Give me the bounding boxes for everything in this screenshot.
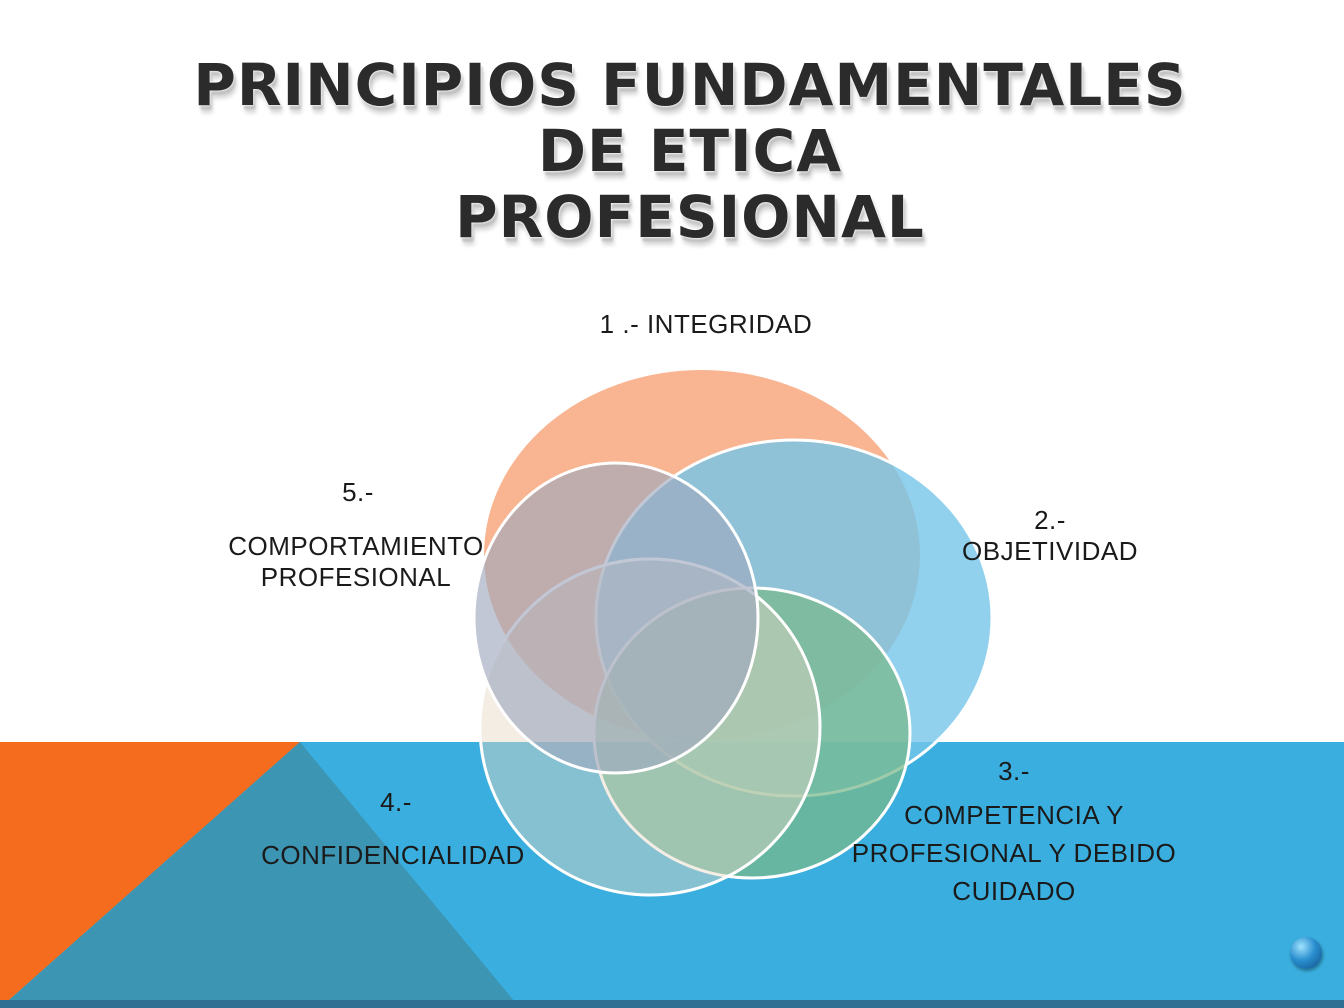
label-competencia-name-3: CUIDADO: [952, 876, 1076, 906]
label-confidencialidad-name: CONFIDENCIALIDAD: [261, 840, 525, 870]
bottom-texture-strip: [0, 1000, 1344, 1008]
title-line-2: PROFESIONAL: [455, 183, 925, 251]
label-competencia-name-1: COMPETENCIA Y: [904, 800, 1124, 830]
slide-title: PRINCIPIOS FUNDAMENTALES DE ETICA PROFES…: [150, 52, 1230, 250]
globe-icon[interactable]: [1290, 937, 1322, 969]
label-comportamiento-name: COMPORTAMIENTO PROFESIONAL: [188, 531, 524, 593]
label-objetividad-number: 2.-: [1034, 505, 1066, 535]
title-line-1: PRINCIPIOS FUNDAMENTALES DE ETICA: [193, 51, 1187, 185]
label-integridad: 1 .- INTEGRIDAD: [548, 309, 864, 340]
label-integridad-text: 1 .- INTEGRIDAD: [599, 309, 813, 339]
label-comportamiento-name-1: COMPORTAMIENTO: [228, 531, 484, 561]
label-confidencialidad-number: 4.-: [380, 787, 412, 817]
label-comportamiento-number: 5.-: [342, 477, 374, 507]
label-comportamiento-name-2: PROFESIONAL: [260, 562, 452, 592]
circle-comportamiento: [472, 461, 760, 775]
label-competencia-number: 3.-: [998, 756, 1030, 786]
teal-corner-triangle: [0, 742, 520, 1008]
label-objetividad: 2.- OBJETIVIDAD: [940, 505, 1160, 567]
label-competencia-name-2: PROFESIONAL Y DEBIDO: [851, 838, 1177, 868]
label-objetividad-name: OBJETIVIDAD: [962, 536, 1138, 566]
label-competencia: 3.- COMPETENCIA Y PROFESIONAL Y DEBIDO C…: [800, 752, 1228, 910]
